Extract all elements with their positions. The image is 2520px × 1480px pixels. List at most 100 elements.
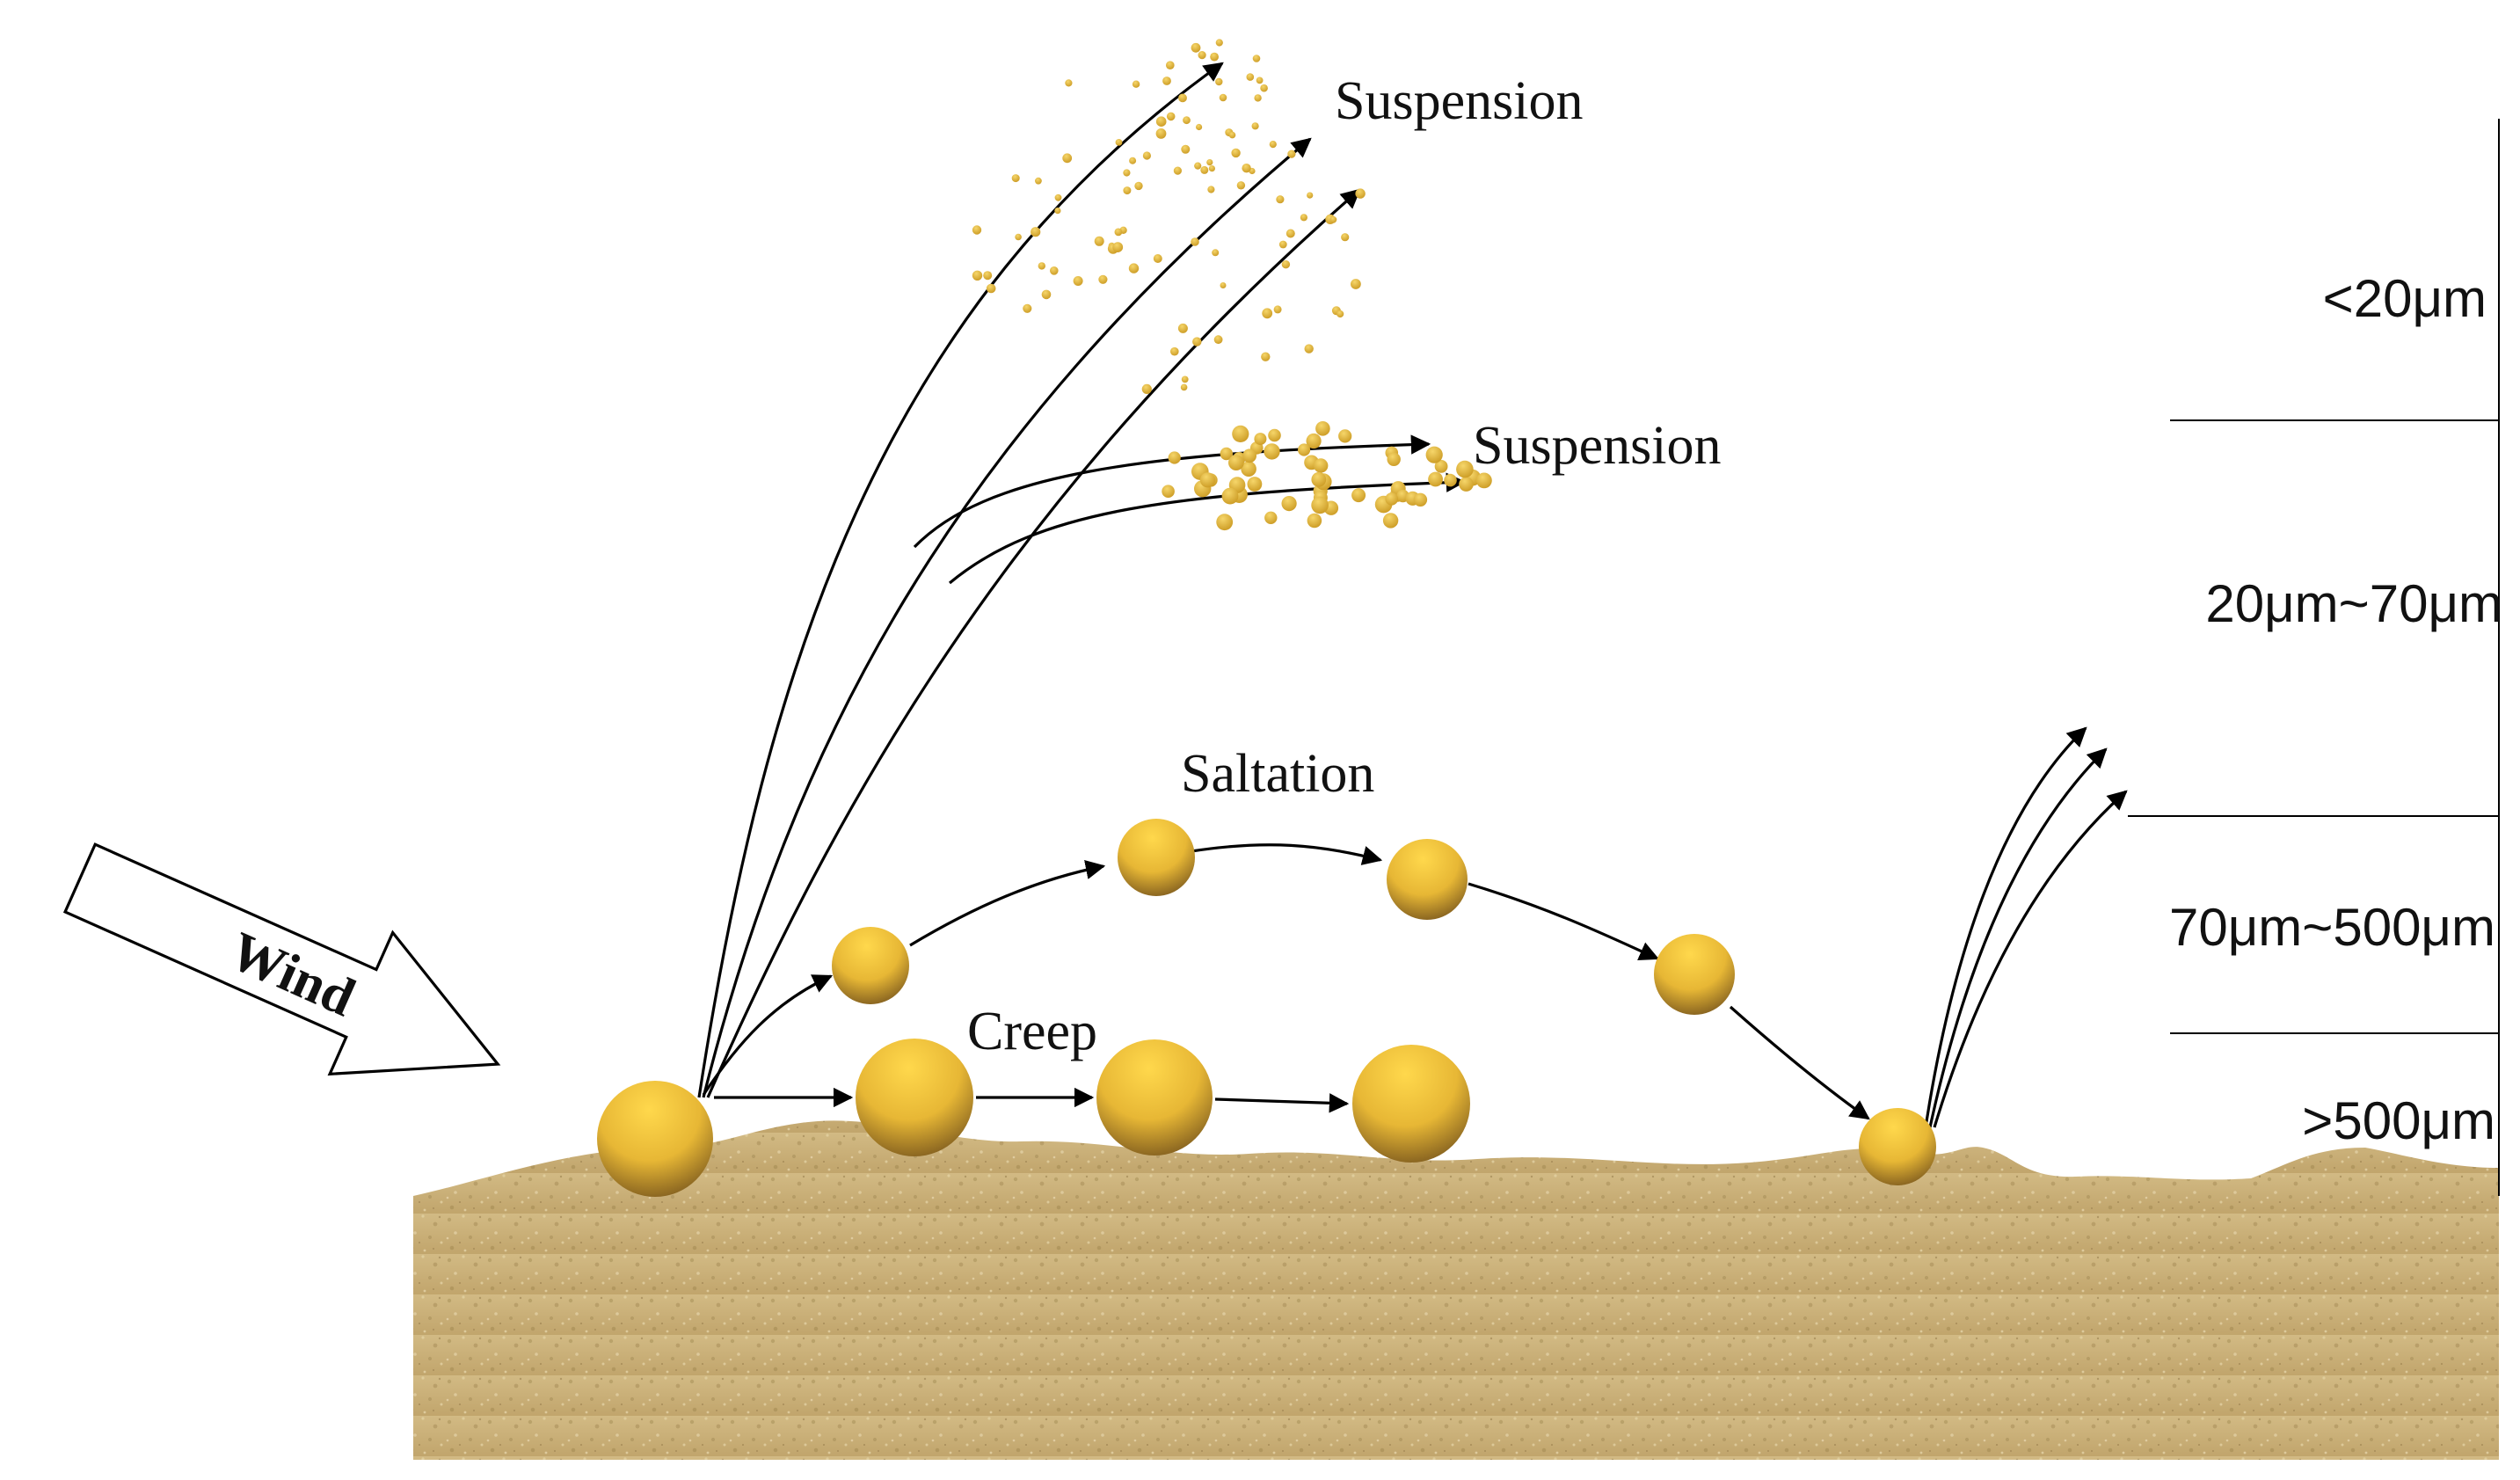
- grain-saltation-3: [1387, 839, 1468, 920]
- medium-dust-particle: [1434, 460, 1448, 473]
- fine-dust-particle: [1173, 166, 1182, 175]
- saltation-arrow-4: [1468, 882, 1660, 961]
- suspension-arrow-3: [706, 188, 1361, 1098]
- fine-dust-particle: [1256, 77, 1264, 84]
- suspension-arrow-1: [697, 62, 1224, 1098]
- label-suspension-mid: Suspension: [1473, 416, 1721, 476]
- fine-dust-particle: [1210, 52, 1219, 62]
- fine-dust-particle: [1207, 186, 1215, 193]
- saltation-arrow-3: [1191, 843, 1383, 865]
- fine-dust-particle: [1062, 153, 1073, 164]
- medium-dust-particle: [1476, 472, 1492, 489]
- fine-dust-particle: [1153, 254, 1162, 263]
- medium-dust-particle: [1315, 421, 1330, 436]
- fine-dust-particle: [1355, 188, 1366, 199]
- medium-dust-particle: [1216, 514, 1234, 531]
- fine-dust-particle: [1246, 73, 1255, 81]
- saltation-path: [702, 843, 1870, 1120]
- fine-dust-particle: [1023, 303, 1032, 313]
- medium-dust-particle: [1413, 492, 1428, 507]
- medium-dust-particle: [1264, 443, 1280, 460]
- creep-path: [714, 1087, 1350, 1113]
- grain-impact: [1859, 1108, 1936, 1185]
- medium-dust-particle: [1281, 496, 1297, 512]
- medium-dust-particle: [1311, 471, 1327, 487]
- wind-arrow-shape: [62, 842, 501, 1076]
- fine-dust-particle: [1287, 149, 1296, 158]
- fine-dust-particle: [1220, 282, 1227, 288]
- suspension-arrow-2: [702, 137, 1312, 1098]
- wind-arrow: Wind: [62, 842, 501, 1076]
- fine-dust-particle: [1242, 164, 1251, 173]
- fine-dust-particle: [1038, 262, 1046, 270]
- fine-dust-particle: [1132, 80, 1140, 88]
- fine-dust-particle: [1098, 274, 1108, 284]
- medium-dust-particle: [1306, 433, 1322, 449]
- fine-dust-particle: [983, 271, 993, 281]
- medium-dust-particle: [1459, 477, 1474, 492]
- medium-dust-particle: [1221, 487, 1239, 505]
- grain-creep-2: [1096, 1039, 1213, 1156]
- fine-dust-particle: [1114, 228, 1123, 237]
- medium-dust-particle: [1242, 448, 1256, 463]
- fine-dust-particle: [1208, 165, 1215, 172]
- fine-dust-particle: [1252, 55, 1261, 62]
- size-label-1: <20μm: [2323, 269, 2487, 328]
- fine-dust-particle: [1300, 214, 1307, 222]
- label-suspension-top: Suspension: [1335, 71, 1583, 131]
- size-label-3: 70μm~500μm: [2169, 898, 2495, 957]
- fine-dust-particle: [1123, 169, 1131, 177]
- fine-dust-particle: [1094, 236, 1104, 246]
- fine-dust-particle: [1180, 383, 1188, 391]
- fine-dust-particle: [1215, 77, 1223, 86]
- fine-dust-particle: [1215, 39, 1223, 47]
- fine-dust-particle: [1050, 266, 1059, 275]
- fine-dust-particle: [1191, 42, 1201, 53]
- fine-dust-particle: [1181, 144, 1191, 154]
- fine-dust-particle: [1142, 151, 1151, 160]
- label-saltation: Saltation: [1181, 744, 1374, 804]
- fine-dust-particle: [1351, 279, 1361, 289]
- fine-dust-particle: [1262, 308, 1273, 319]
- label-creep: Creep: [967, 1002, 1097, 1061]
- medium-dust-particle: [1351, 488, 1366, 503]
- fine-dust-particle: [1281, 260, 1291, 269]
- medium-dust-particle: [1298, 443, 1311, 456]
- sand-ground: [413, 1120, 2499, 1460]
- medium-dust-particle: [1311, 496, 1329, 514]
- fine-dust-particle: [972, 270, 983, 281]
- fine-dust-particle: [1134, 181, 1143, 191]
- suspension-arrow-4: [913, 434, 1431, 549]
- fine-dust-particle: [1269, 141, 1277, 149]
- medium-dust-particle: [1162, 485, 1175, 498]
- fine-dust-particle: [1273, 305, 1282, 314]
- fine-dust-particle: [1213, 335, 1223, 345]
- fine-dust-particle: [1123, 186, 1132, 195]
- splash-trajectories: [1924, 726, 2128, 1128]
- fine-dust-particle: [1178, 93, 1187, 103]
- fine-dust-particle: [986, 283, 996, 294]
- medium-dust-particle: [1232, 425, 1249, 442]
- creep-arrow-3: [1214, 1093, 1350, 1113]
- medium-dust-particle: [1254, 433, 1267, 446]
- medium-dust-particle: [1264, 511, 1278, 524]
- medium-dust-cloud: [1162, 421, 1492, 531]
- fine-dust-particle: [1276, 195, 1285, 204]
- fine-dust-particle: [1200, 165, 1209, 174]
- size-scale: <20μm 20μm~70μm 70μm~500μm >500μm: [2128, 119, 2502, 1196]
- fine-dust-particle: [1054, 208, 1061, 215]
- fine-dust-particle: [1181, 375, 1189, 383]
- fine-dust-particle: [1166, 112, 1176, 121]
- medium-dust-particle: [1425, 446, 1443, 463]
- size-label-2: 20μm~70μm: [2205, 574, 2502, 633]
- medium-dust-particle: [1338, 429, 1352, 443]
- fine-dust-particle: [1206, 159, 1213, 166]
- grain-creep-1: [856, 1039, 973, 1156]
- fine-dust-particle: [1260, 84, 1268, 92]
- medium-dust-particle: [1168, 451, 1181, 464]
- medium-dust-particle: [1444, 473, 1457, 487]
- fine-dust-particle: [1341, 233, 1350, 242]
- fine-dust-particle: [1194, 162, 1202, 170]
- medium-dust-particle: [1314, 458, 1329, 473]
